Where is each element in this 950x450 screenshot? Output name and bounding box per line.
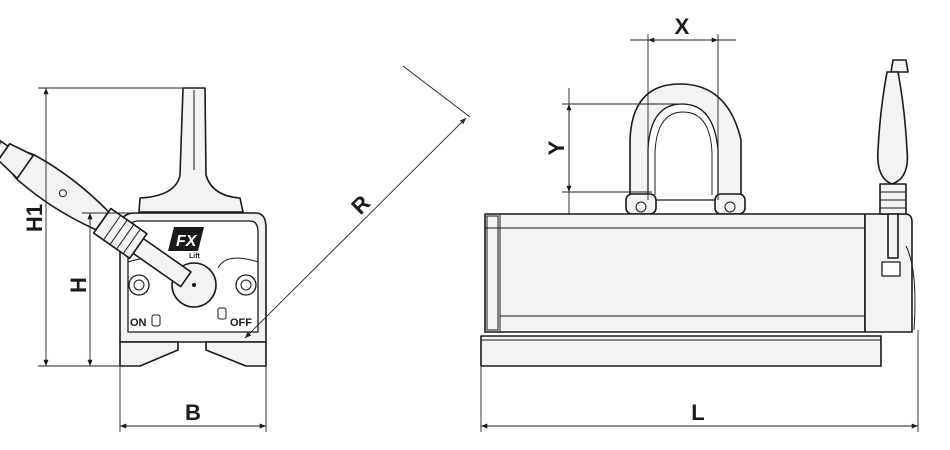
pole-plate — [480, 335, 882, 367]
on-indicator: ON — [130, 314, 161, 329]
front-view: FX Lift ON OFF H1 — [0, 65, 471, 432]
dimension-l: L — [480, 330, 919, 432]
logo-text: FX — [176, 233, 198, 250]
brand-logo: FX Lift — [168, 227, 204, 260]
screw-right — [235, 274, 257, 296]
side-handle — [876, 59, 916, 331]
dimension-y: Y — [544, 88, 680, 214]
on-label: ON — [130, 317, 147, 329]
side-view: X Y L — [480, 14, 919, 432]
dim-label-h: H — [66, 277, 91, 293]
dim-label-x: X — [675, 14, 690, 39]
dim-label-b: B — [185, 400, 201, 425]
dim-label-h1: H1 — [22, 204, 47, 232]
dimension-b: B — [119, 366, 267, 432]
release-handle — [0, 136, 192, 288]
pole-shoe-left — [119, 341, 179, 367]
magnet-housing — [484, 213, 866, 333]
dim-label-y: Y — [544, 140, 569, 155]
dimension-h1: H1 — [22, 87, 185, 367]
dimension-r: R — [244, 65, 471, 339]
logo-subtext: Lift — [189, 253, 201, 260]
lifting-eye — [625, 83, 746, 215]
screw-left — [128, 274, 150, 296]
dim-label-r: R — [346, 190, 375, 219]
lifting-fin — [138, 87, 244, 213]
off-label: OFF — [230, 317, 252, 329]
pole-shoe-right — [205, 341, 267, 367]
dim-label-l: L — [691, 400, 704, 425]
dimension-h: H — [66, 212, 138, 366]
dimension-x: X — [630, 14, 736, 200]
